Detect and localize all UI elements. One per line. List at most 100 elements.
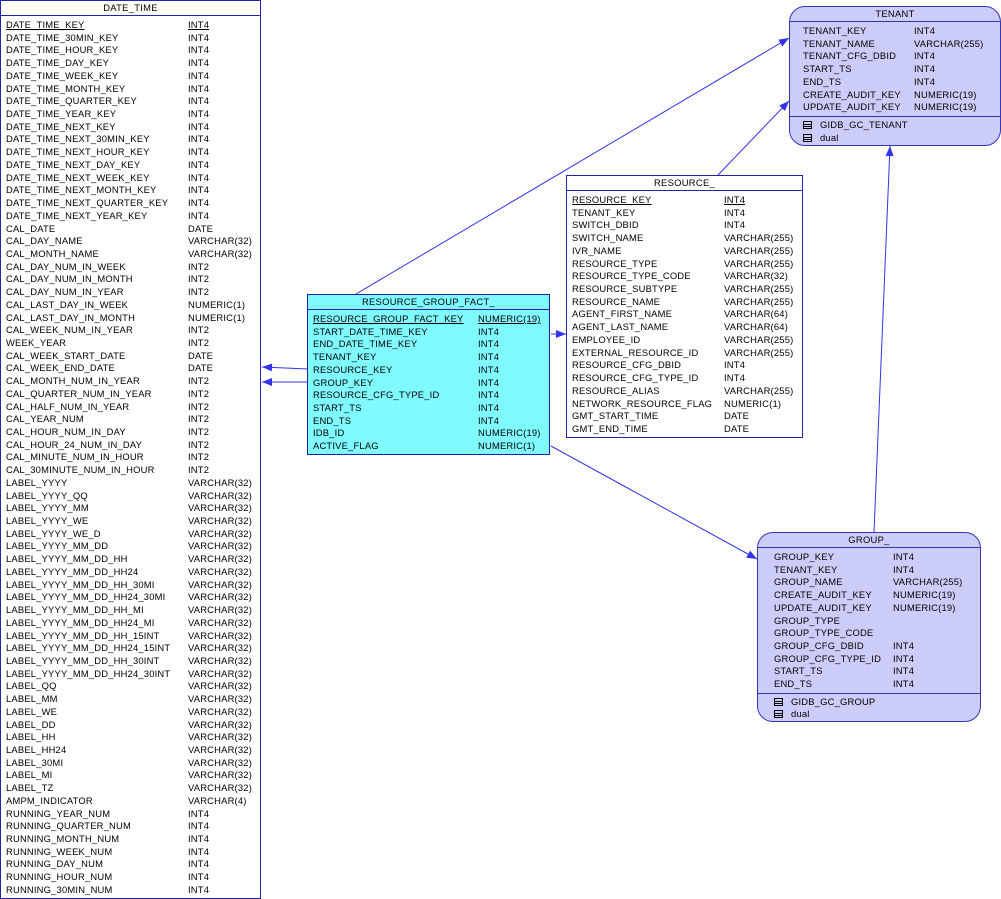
column-row[interactable]: GROUP_TYPE_CODE — [758, 627, 980, 640]
entity-resource-group-fact[interactable]: RESOURCE_GROUP_FACT_ RESOURCE_GROUP_FACT… — [307, 294, 550, 455]
relationship-line[interactable] — [550, 445, 758, 560]
relationship-line[interactable] — [717, 100, 790, 176]
relationship-line[interactable] — [355, 37, 790, 295]
